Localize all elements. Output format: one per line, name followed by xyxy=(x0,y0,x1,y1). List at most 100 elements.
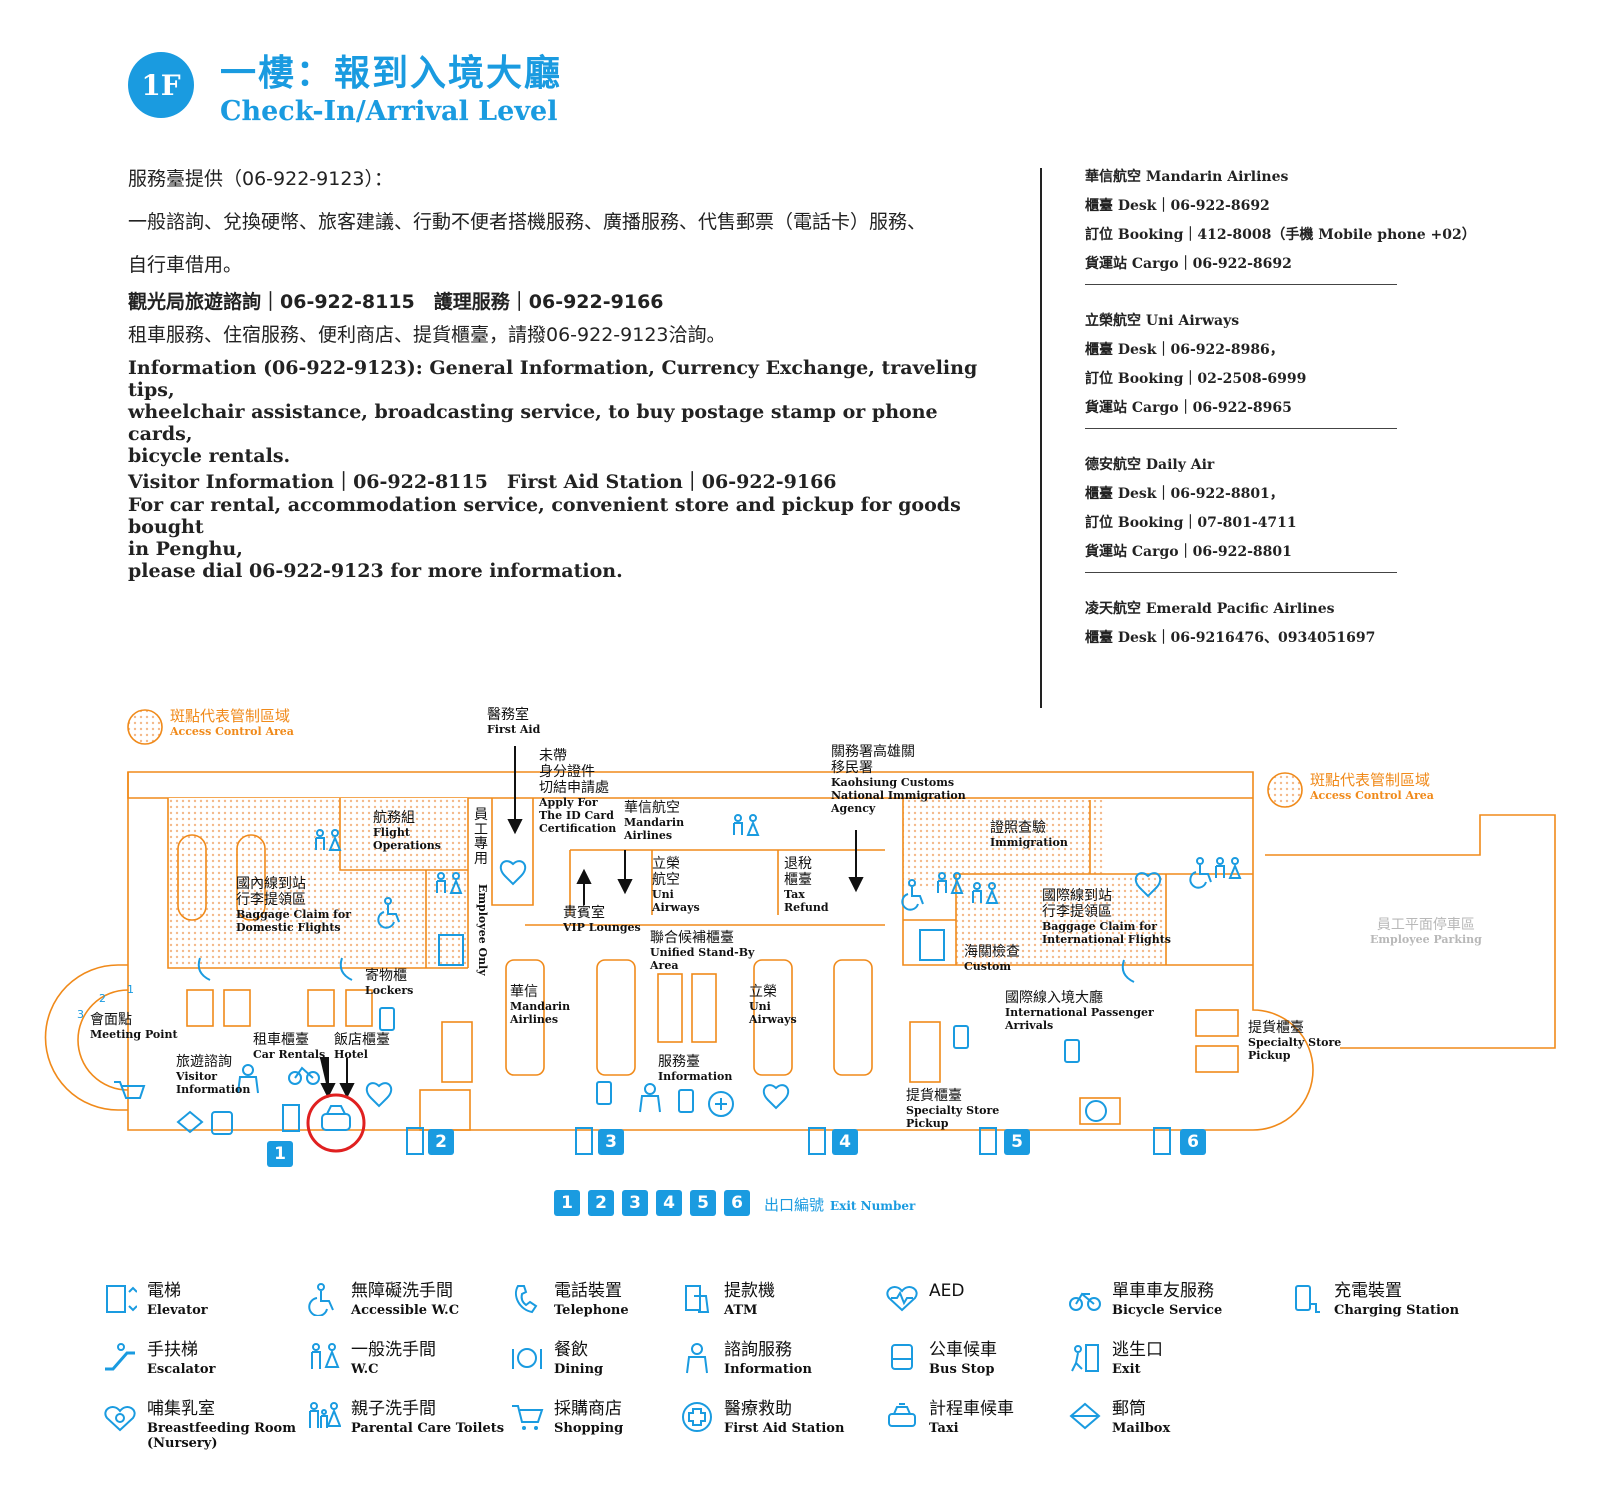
airline-line: 貨運站 Cargo｜06-922-8965 xyxy=(1085,400,1292,416)
airline-name: 德安航空 Daily Air xyxy=(1085,457,1215,473)
separator xyxy=(1085,284,1397,285)
info-zh-line5: 租車服務、住宿服務、便利商店、提貨櫃臺，請撥06-922-9123洽詢。 xyxy=(128,324,726,346)
escalator-icon xyxy=(105,1343,135,1371)
exit-icon xyxy=(1071,1344,1099,1372)
info-zh-line4: 觀光局旅遊諮詢｜06-922-8115 護理服務｜06-922-9166 xyxy=(128,291,664,313)
info-en-line3: bicycle rentals. xyxy=(128,445,291,467)
meeting-mark: 1 xyxy=(127,983,134,996)
telephone-icon xyxy=(514,1285,538,1314)
airline-line: 訂位 Booking｜07-801-4711 xyxy=(1085,515,1297,531)
page-title-en: Check-In/Arrival Level xyxy=(220,96,558,127)
aed-icon xyxy=(886,1286,918,1312)
exit-legend-2: 2 xyxy=(588,1190,614,1216)
nursery-icon xyxy=(104,1406,136,1432)
airline-name: 立榮航空 Uni Airways xyxy=(1085,313,1240,329)
airline-block: 凌天航空 Emerald Pacific Airlines 櫃臺 Desk｜06… xyxy=(1085,595,1585,653)
meeting-mark: 2 xyxy=(99,992,106,1005)
accessible-wc-icon xyxy=(308,1283,334,1316)
airline-line: 櫃臺 Desk｜06-922-8801， xyxy=(1085,486,1284,502)
exit-4[interactable]: 4 xyxy=(832,1129,858,1155)
meeting-mark: 3 xyxy=(77,1008,84,1021)
employee-only-en: Employee Only xyxy=(476,884,489,976)
atm-icon xyxy=(685,1285,710,1313)
employee-only-zh: 員工專用 xyxy=(474,807,488,868)
exit-5[interactable]: 5 xyxy=(1004,1129,1030,1155)
bus-icon xyxy=(891,1344,913,1370)
info-zh-line1: 服務臺提供（06-922-9123）： xyxy=(128,168,394,190)
exit-legend-6: 6 xyxy=(724,1190,750,1216)
separator xyxy=(1085,428,1397,429)
airline-contacts: 華信航空 Mandarin Airlines 櫃臺 Desk｜06-922-86… xyxy=(1085,163,1585,653)
service-info: 服務臺提供（06-922-9123）： 一般諮詢、兌換硬幣、旅客建議、行動不便者… xyxy=(128,158,1008,582)
exit-1[interactable]: 1 xyxy=(267,1141,293,1167)
shopping-icon xyxy=(512,1405,544,1430)
wc-icon xyxy=(311,1343,340,1369)
info-en-line6: in Penghu, xyxy=(128,538,243,560)
airline-name: 凌天航空 Emerald Pacific Airlines xyxy=(1085,601,1335,617)
info-en-line5: For car rental, accommodation service, c… xyxy=(128,494,961,538)
airline-block: 華信航空 Mandarin Airlines 櫃臺 Desk｜06-922-86… xyxy=(1085,163,1585,285)
mailbox-icon xyxy=(1069,1402,1101,1430)
exit-6[interactable]: 6 xyxy=(1180,1129,1206,1155)
exit-legend-5: 5 xyxy=(690,1190,716,1216)
legend-aed: AED xyxy=(885,1282,964,1316)
airline-block: 立榮航空 Uni Airways 櫃臺 Desk｜06-922-8986， 訂位… xyxy=(1085,307,1585,429)
airline-line: 貨運站 Cargo｜06-922-8692 xyxy=(1085,256,1292,272)
charging-icon xyxy=(1295,1285,1320,1313)
info-en-line1: Information (06-922-9123): General Infor… xyxy=(128,357,978,401)
divider xyxy=(1040,168,1042,708)
info-en-line2: wheelchair assistance, broadcasting serv… xyxy=(128,401,938,445)
information-icon xyxy=(686,1343,708,1374)
airline-line: 訂位 Booking｜412-8008（手機 Mobile phone +02） xyxy=(1085,227,1476,243)
dining-icon xyxy=(512,1348,542,1369)
highlight-circle xyxy=(306,1093,366,1153)
exit-2[interactable]: 2 xyxy=(428,1129,454,1155)
elevator-icon xyxy=(106,1285,137,1313)
exit-legend-4: 4 xyxy=(656,1190,682,1216)
floor-badge: 1F xyxy=(128,52,194,118)
airline-line: 櫃臺 Desk｜06-922-8692 xyxy=(1085,198,1270,214)
airline-line: 櫃臺 Desk｜06-922-8986， xyxy=(1085,342,1284,358)
first-aid-icon xyxy=(682,1402,712,1432)
exit-legend-1: 1 xyxy=(554,1190,580,1216)
exit-3[interactable]: 3 xyxy=(598,1129,624,1155)
bicycle-icon xyxy=(1069,1292,1101,1311)
